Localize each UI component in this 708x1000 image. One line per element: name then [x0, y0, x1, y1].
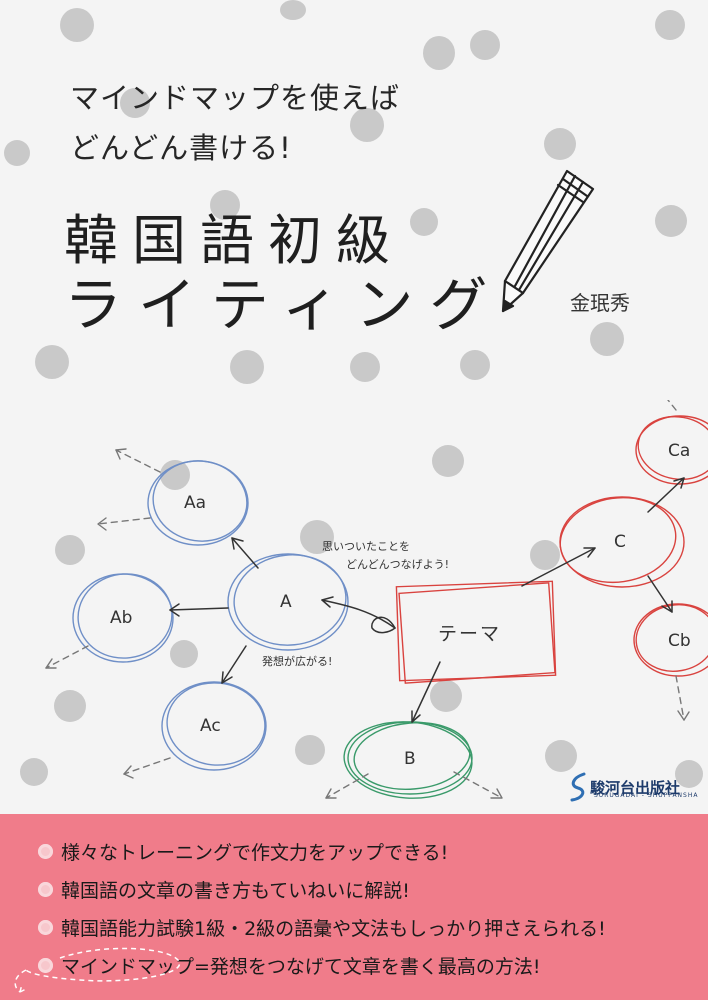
mind-map: A Aa Ab Ac B C Ca Cb テーマ 思いついたことを どんどんつな…: [45, 400, 708, 799]
node-aa-label: Aa: [184, 493, 206, 513]
feature-band: 様々なトレーニングで作文力をアップできる! 韓国語の文章の書き方もていねいに解説…: [0, 814, 708, 1000]
feature-text: 様々なトレーニングで作文力をアップできる!: [61, 842, 449, 864]
feature-text: 韓国語能力試験1級・2級の語彙や文法もしっかり押さえられる!: [61, 918, 606, 940]
publisher-logo: 駿河台出版社 SURUGADAI - SHUPPANSHA: [566, 772, 697, 802]
bullet-icon: [38, 844, 53, 859]
node-cb-circle: [633, 603, 708, 677]
node-cb-label: Cb: [668, 631, 691, 651]
node-a-label: A: [280, 592, 292, 612]
bullet-icon: [38, 882, 53, 897]
node-b-label: B: [404, 749, 416, 769]
feature-item: 韓国語の文章の書き方もていねいに解説!: [38, 876, 410, 903]
feature-text: 韓国語の文章の書き方もていねいに解説!: [61, 880, 410, 902]
tagline-line-1: マインドマップを使えば: [70, 81, 401, 115]
feature-item: マインドマップ=発想をつなげて文章を書く最高の方法!: [38, 952, 541, 979]
node-ac-circle: [161, 681, 267, 771]
title-line-2: ライティング: [64, 271, 504, 339]
publisher-mark-icon: [570, 772, 586, 802]
feature-text: マインドマップ=発想をつなげて文章を書く最高の方法!: [61, 956, 541, 978]
feature-item: 様々なトレーニングで作文力をアップできる!: [38, 838, 448, 865]
node-ab-label: Ab: [110, 608, 132, 628]
note-top-line-1: 思いついたことを: [322, 540, 410, 553]
pencil-icon: [501, 169, 595, 313]
highlight-scribble: [14, 947, 181, 993]
bullet-icon: [38, 920, 53, 935]
author-name: 金珉秀: [570, 291, 630, 315]
node-ca-circle: [635, 415, 708, 485]
note-bottom: 発想が広がる!: [262, 654, 332, 668]
bullet-icon: [38, 958, 53, 973]
feature-item: 韓国語能力試験1級・2級の語彙や文法もしっかり押さえられる!: [38, 914, 606, 941]
node-c-label: C: [614, 532, 626, 552]
node-a-circle: [227, 553, 349, 651]
title-line-1: 韓国語初級: [64, 209, 404, 272]
tagline-line-2: どんどん書ける!: [70, 131, 292, 165]
note-top-line-2: どんどんつなげよう!: [346, 558, 449, 571]
node-ac-label: Ac: [200, 716, 221, 736]
theme-label: テーマ: [438, 623, 501, 645]
publisher-name: 駿河台出版社: [590, 778, 681, 797]
node-ca-label: Ca: [668, 441, 690, 461]
publisher-roman: SURUGADAI - SHUPPANSHA: [594, 792, 699, 799]
